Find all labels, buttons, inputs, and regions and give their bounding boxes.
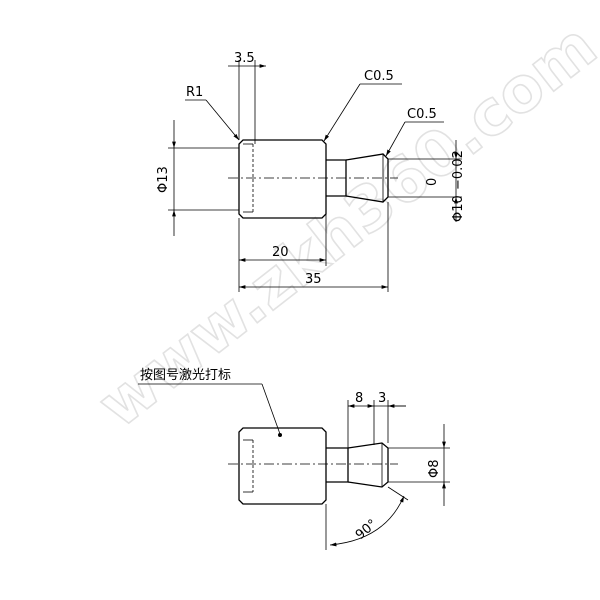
r1-label: R1: [186, 85, 203, 100]
dim-d10-label: Φ10: [451, 195, 466, 222]
top-neck-outline: [326, 159, 347, 197]
angle-arc: [329, 495, 405, 547]
dim-20-label: 20: [272, 245, 289, 260]
c05-right-leader: [385, 121, 406, 157]
bottom-body-outline: [238, 427, 327, 505]
dim-d10-tol-upper: 0: [425, 178, 440, 186]
dim-d10-tol-lower: −0.02: [451, 150, 466, 190]
dim-3.5-label: 3.5: [234, 51, 255, 66]
angle-ext-right: [387, 486, 409, 501]
dim-d13-label: Φ13: [156, 166, 171, 193]
dim-d8-label: Φ8: [427, 459, 442, 478]
laser-mark-note: 按图号激光打标: [140, 368, 231, 383]
c05-left-leader: [323, 83, 361, 142]
bottom-tip-outline: [347, 442, 389, 488]
note-leader: [261, 383, 281, 435]
c05-left-label: C0.5: [364, 69, 394, 84]
bottom-neck-outline: [326, 447, 349, 483]
top-view: 3.5 R1 C0.5 C0.5 Φ13 Φ10 0 −0.02 20: [156, 51, 466, 292]
top-body-outline: [238, 139, 327, 219]
note-leader-dot: [278, 433, 282, 437]
c05-right-label: C0.5: [407, 107, 437, 122]
dim-8-label: 8: [355, 391, 363, 406]
top-tip-outline: [345, 153, 389, 203]
r1-leader: [205, 99, 240, 141]
bottom-view: 按图号激光打标 8 3 Φ8 90°: [138, 368, 450, 550]
dim-3-label: 3: [378, 391, 386, 406]
dim-35-label: 35: [305, 272, 322, 287]
